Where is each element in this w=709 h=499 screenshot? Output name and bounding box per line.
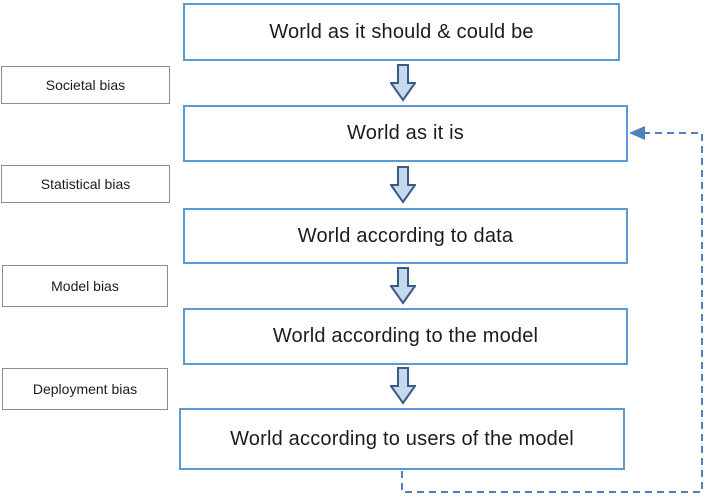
- bias-label-text: Statistical bias: [40, 176, 131, 192]
- flow-box-label: World according to the model: [272, 325, 539, 347]
- flow-box-label: World as it is: [347, 122, 464, 144]
- down-arrow-icon: [390, 367, 416, 405]
- bias-label-deployment: Deployment bias: [2, 368, 168, 410]
- flow-box-world-according-to-data: World according to data: [183, 208, 628, 264]
- flow-box-world-according-to-users: World according to users of the model: [179, 408, 625, 470]
- bias-label-text: Deployment bias: [32, 381, 138, 397]
- left-arrowhead-icon: [629, 126, 645, 140]
- flow-box-world-according-to-model: World according to the model: [183, 308, 628, 365]
- flow-box-label: World as it should & could be: [269, 20, 534, 43]
- bias-label-text: Model bias: [51, 278, 119, 294]
- flow-box-label: World according to users of the model: [230, 427, 574, 450]
- flow-box-world-as-it-should-be: World as it should & could be: [183, 3, 620, 61]
- bias-label-model: Model bias: [2, 265, 168, 307]
- bias-label-societal: Societal bias: [1, 66, 170, 104]
- down-arrow-icon: [390, 64, 416, 102]
- flow-box-label: World according to data: [297, 224, 514, 247]
- bias-label-text: Societal bias: [45, 77, 126, 93]
- bias-label-statistical: Statistical bias: [1, 165, 170, 203]
- down-arrow-icon: [390, 166, 416, 204]
- flow-box-world-as-it-is: World as it is: [183, 105, 628, 162]
- down-arrow-icon: [390, 267, 416, 305]
